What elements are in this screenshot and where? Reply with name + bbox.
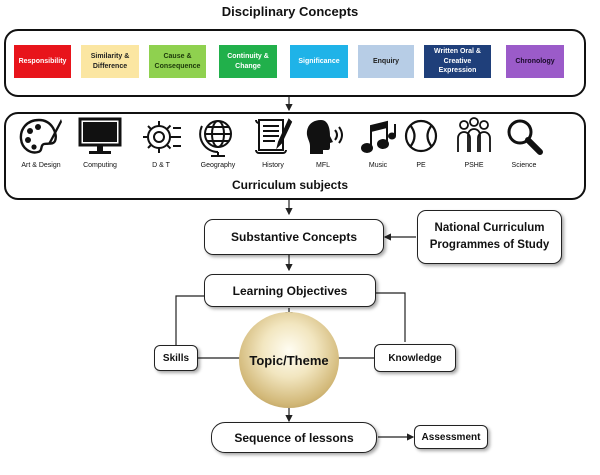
speaking-head-icon <box>306 120 343 154</box>
subject-mfl: MFL <box>293 116 353 169</box>
line-objectives-to-knowledge <box>376 292 406 342</box>
subject-label: Science <box>511 162 537 169</box>
ball-icon <box>404 119 438 153</box>
concept-tile: Enquiry <box>358 45 414 78</box>
line-objectives-to-skills <box>175 295 204 345</box>
magnifier-icon <box>507 119 543 155</box>
assessment-box: Assessment <box>414 425 488 449</box>
knowledge-box: Knowledge <box>374 344 456 372</box>
subject-label: Art & Design <box>21 162 61 169</box>
concept-tile: Continuity & Change <box>219 45 277 78</box>
palette-icon <box>19 118 62 154</box>
assessment-label: Assessment <box>421 431 481 443</box>
subject-label: Music <box>368 162 388 169</box>
topic-theme-label: Topic/Theme <box>249 352 329 368</box>
scroll-icon <box>255 118 293 154</box>
national-curriculum-line1: National Curriculum <box>434 222 545 235</box>
disciplinary-concepts-title: Disciplinary Concepts <box>221 4 359 19</box>
substantive-concepts-box: Substantive Concepts <box>204 219 384 255</box>
subject-label: Computing <box>83 162 117 169</box>
topic-theme-circle: Topic/Theme <box>239 312 339 408</box>
knowledge-label: Knowledge <box>388 352 442 364</box>
subject-label: PE <box>416 162 426 169</box>
subject-label: History <box>262 162 284 169</box>
subject-pe: PE <box>391 116 451 169</box>
substantive-concepts-label: Substantive Concepts <box>230 230 358 244</box>
music-notes-icon <box>361 120 396 153</box>
people-icon <box>457 117 491 152</box>
national-curriculum-line2: Programmes of Study <box>429 239 550 251</box>
curriculum-subjects-title: Curriculum subjects <box>231 178 349 192</box>
skills-box: Skills <box>154 345 198 371</box>
learning-objectives-box: Learning Objectives <box>204 274 376 307</box>
concept-tile: Similarity & Difference <box>81 45 139 78</box>
sequence-of-lessons-box: Sequence of lessons <box>211 422 377 453</box>
subject-science: Science <box>494 116 554 169</box>
subject-music: Music <box>348 116 408 169</box>
subject-label: MFL <box>316 162 330 169</box>
subject-dt: D & T <box>131 116 191 169</box>
subject-label: Geography <box>200 162 236 169</box>
globe-icon <box>199 120 232 157</box>
subject-geography: Geography <box>188 116 248 169</box>
subject-label: D & T <box>152 162 170 169</box>
concept-tile: Significance <box>290 45 348 78</box>
concept-tile: Responsibility <box>14 45 71 78</box>
subject-art-design: Art & Design <box>11 116 71 169</box>
concept-tile: Chronology <box>506 45 564 78</box>
subject-history: History <box>243 116 303 169</box>
concept-tile: Cause & Consequence <box>149 45 206 78</box>
sequence-of-lessons-label: Sequence of lessons <box>234 430 354 445</box>
subject-computing: Computing <box>70 116 130 169</box>
subject-label: PSHE <box>464 162 484 169</box>
monitor-icon <box>78 117 122 154</box>
skills-label: Skills <box>162 352 190 364</box>
national-curriculum-box: National Curriculum Programmes of Study <box>417 210 562 264</box>
gear-icon <box>143 121 181 153</box>
concept-tile: Written Oral & Creative Expression <box>424 45 491 78</box>
subject-pshe: PSHE <box>444 116 504 169</box>
learning-objectives-label: Learning Objectives <box>232 283 348 298</box>
